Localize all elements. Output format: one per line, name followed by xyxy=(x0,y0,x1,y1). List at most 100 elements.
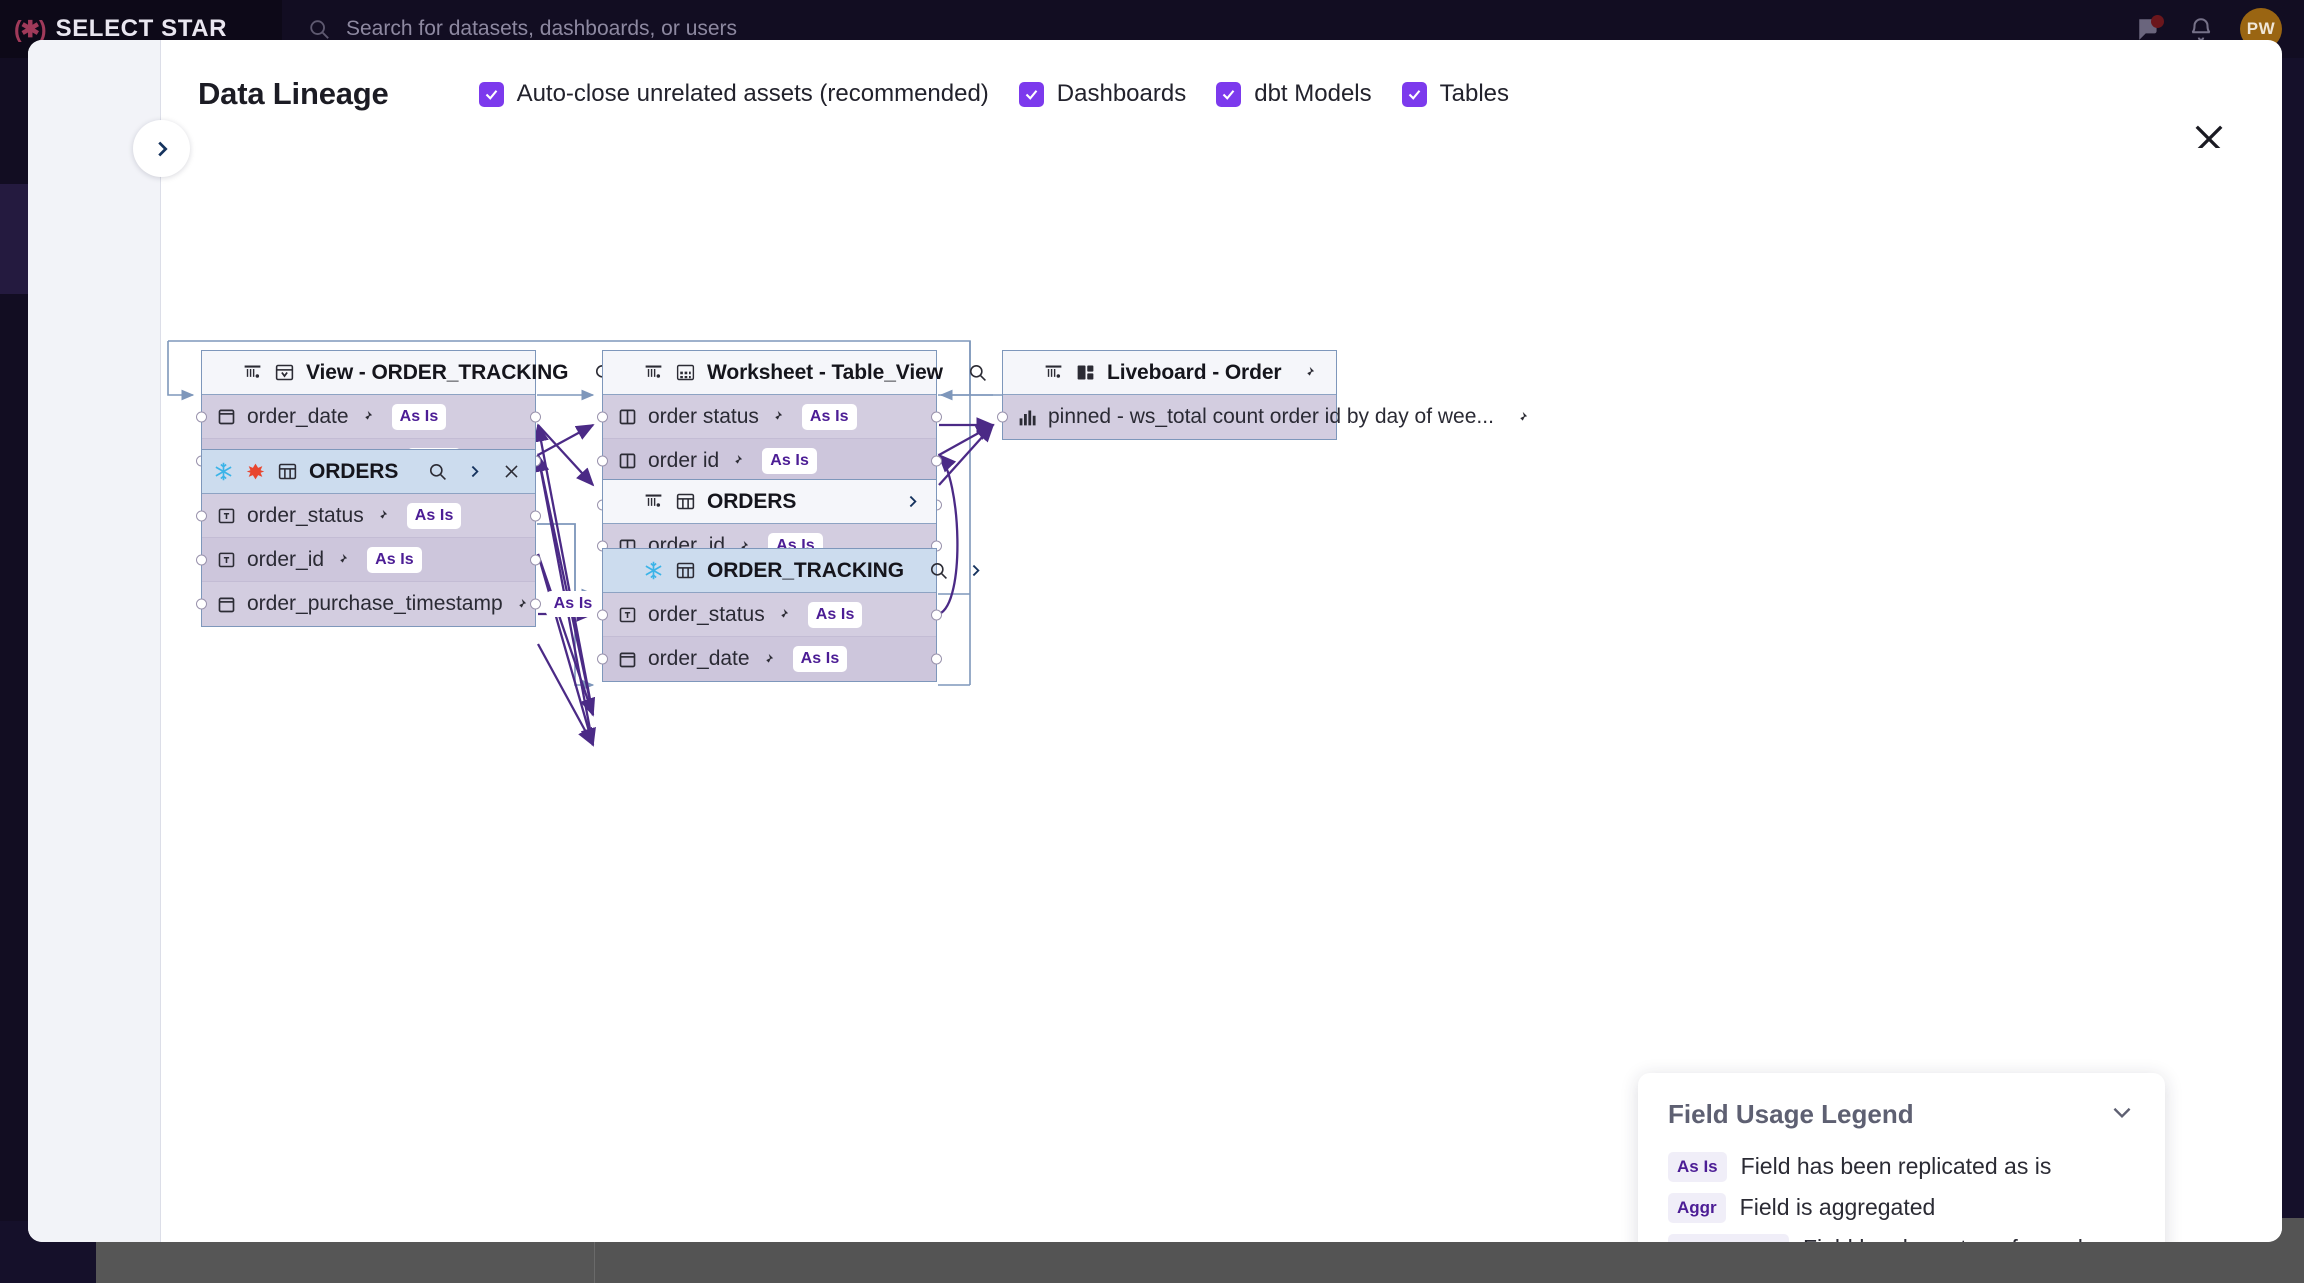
legend-collapse-button[interactable] xyxy=(2109,1099,2135,1130)
chevron-right-icon[interactable] xyxy=(213,364,231,382)
check-icon xyxy=(1025,89,1038,100)
node-title: ORDERS xyxy=(707,489,797,513)
chevron-right-icon xyxy=(973,564,981,577)
lineage-node-orders-source[interactable]: ORDERS order_status As Is xyxy=(196,449,601,627)
field-row[interactable]: pinned - ws_total count order id by day … xyxy=(997,395,1528,439)
pin-icon xyxy=(779,608,788,620)
brand-name: SELECT STAR xyxy=(55,15,228,42)
pin-icon xyxy=(773,410,783,422)
field-row[interactable]: order id As Is xyxy=(597,439,942,483)
node-header[interactable]: Liveboard - Order xyxy=(1003,351,1336,395)
filter-dbt-models[interactable]: dbt Models xyxy=(1216,80,1372,108)
pin-icon xyxy=(1304,366,1314,378)
chevron-left-icon[interactable] xyxy=(614,364,632,382)
notification-dot xyxy=(2151,15,2164,28)
chevron-left-icon[interactable] xyxy=(614,562,632,580)
filter-auto-close[interactable]: Auto-close unrelated assets (recommended… xyxy=(478,80,989,108)
pin-icon xyxy=(338,553,348,565)
field-usage-badge: As Is xyxy=(801,403,857,430)
filter-label-tables: Tables xyxy=(1439,80,1509,107)
check-icon xyxy=(1222,89,1235,100)
close-icon xyxy=(504,465,518,478)
chart-icon xyxy=(1019,410,1036,425)
field-row[interactable]: order_status As Is xyxy=(597,593,942,637)
field-port-right xyxy=(931,411,942,422)
pin-icon xyxy=(739,540,749,551)
legend-badge: As Is xyxy=(1668,1151,1727,1182)
field-row[interactable]: order_date As Is xyxy=(597,637,942,681)
node-header[interactable]: ORDERS xyxy=(603,480,936,524)
filter-dashboards[interactable]: Dashboards xyxy=(1018,80,1186,108)
column-icon xyxy=(619,453,636,469)
field-row[interactable]: order_status As Is xyxy=(196,494,541,538)
chevron-right-icon xyxy=(909,495,917,508)
node-header[interactable]: Worksheet - Table_View xyxy=(603,351,1020,395)
node-expand-right-button[interactable] xyxy=(963,558,989,584)
field-usage-badge: As Is xyxy=(545,591,601,617)
modal-left-pane xyxy=(28,40,161,1242)
feedback-icon[interactable] xyxy=(2136,15,2164,42)
legend-badge: Aggr xyxy=(1668,1192,1726,1223)
node-header[interactable]: View - ORDER_TRACKING xyxy=(202,351,644,395)
node-title: Liveboard - Order xyxy=(1107,360,1282,384)
field-row[interactable]: order status As Is xyxy=(597,395,942,439)
search-icon xyxy=(970,364,987,381)
filter-tables[interactable]: Tables xyxy=(1401,80,1509,108)
node-header[interactable]: ORDER_TRACKING xyxy=(603,549,981,593)
lineage-node-order-tracking-snowflake[interactable]: ORDER_TRACKING order_status As Is xyxy=(597,548,981,682)
field-port-right xyxy=(931,609,942,620)
pin-icon xyxy=(763,653,773,664)
table-icon xyxy=(676,562,695,579)
legend-text: Field is aggregated xyxy=(1739,1194,1936,1220)
field-name: order_status xyxy=(247,503,364,527)
node-close-button[interactable] xyxy=(498,459,524,485)
checkbox-dbt-models[interactable] xyxy=(1216,81,1242,107)
field-port-right xyxy=(530,598,541,610)
field-row[interactable]: order_date As Is xyxy=(196,395,541,439)
collapse-panel-button[interactable] xyxy=(133,120,190,177)
field-usage-badge: As Is xyxy=(406,502,462,529)
thoughtspot-icon xyxy=(645,494,662,507)
field-usage-legend[interactable]: Field Usage Legend As Is Field has been … xyxy=(1638,1073,2165,1242)
node-search-button[interactable] xyxy=(926,558,952,584)
field-row[interactable]: order_id As Is xyxy=(196,538,541,582)
thoughtspot-icon xyxy=(244,365,261,378)
field-usage-badge: As Is xyxy=(792,646,848,672)
dbt-icon xyxy=(246,463,265,480)
checkbox-dashboards[interactable] xyxy=(1018,81,1044,107)
pin-icon xyxy=(1518,411,1528,422)
legend-row: Transformed Field has been transformed xyxy=(1668,1228,2135,1242)
field-port-right xyxy=(530,554,541,565)
calendar-icon xyxy=(218,597,235,612)
field-port-right xyxy=(530,411,541,422)
chevron-right-icon xyxy=(471,465,479,478)
field-port-right xyxy=(931,653,942,665)
lineage-canvas[interactable]: View - ORDER_TRACKING order_date As xyxy=(161,148,2282,1242)
chevron-left-icon[interactable] xyxy=(1014,364,1032,382)
worksheet-icon xyxy=(676,364,695,381)
node-expand-right-button[interactable] xyxy=(899,489,925,515)
field-row[interactable]: order_purchase_timestamp As Is xyxy=(196,582,601,626)
chevron-right-icon[interactable] xyxy=(614,493,632,511)
chevron-down-icon xyxy=(2113,1107,2131,1119)
node-search-button[interactable] xyxy=(965,360,991,386)
node-search-button[interactable] xyxy=(424,459,450,485)
node-header[interactable]: ORDERS xyxy=(202,450,535,494)
checkbox-auto-close[interactable] xyxy=(478,81,504,107)
field-usage-badge: As Is xyxy=(367,546,422,573)
checkbox-tables[interactable] xyxy=(1401,81,1427,107)
node-expand-right-button[interactable] xyxy=(461,459,487,485)
field-port-left xyxy=(997,411,1008,423)
close-modal-button[interactable] xyxy=(2188,118,2230,160)
filter-label-dbt-models: dbt Models xyxy=(1254,80,1372,107)
legend-row: Aggr Field is aggregated xyxy=(1668,1187,2135,1228)
lineage-node-liveboard-order[interactable]: Liveboard - Order pinned - ws_total coun… xyxy=(997,350,1528,440)
calendar-icon xyxy=(619,652,636,667)
field-port-left xyxy=(196,598,207,610)
bell-icon[interactable] xyxy=(2188,16,2214,42)
asterisk-logo-icon: (✱) xyxy=(14,15,47,42)
text-icon xyxy=(218,508,235,524)
field-port-left xyxy=(597,411,608,422)
node-title: ORDERS xyxy=(309,459,399,483)
page-title: Data Lineage xyxy=(198,76,389,111)
